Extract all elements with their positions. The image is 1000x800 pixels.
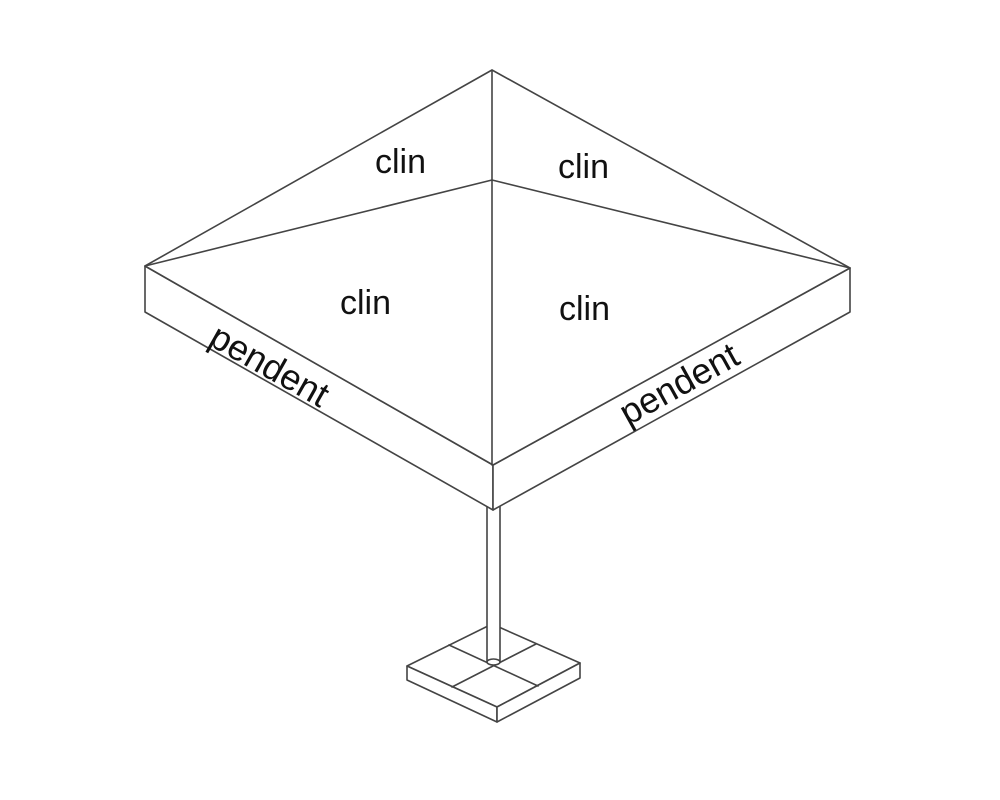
umbrella-pole <box>486 505 501 666</box>
umbrella-canopy <box>144 69 851 466</box>
pole-foot <box>486 658 501 666</box>
label-clin-front-right: clin <box>559 290 610 328</box>
pole-shaft <box>486 505 501 663</box>
ridge-left <box>144 179 493 267</box>
label-clin-top-left: clin <box>375 143 426 181</box>
ridge-right <box>491 179 851 269</box>
label-clin-top-right: clin <box>558 148 609 186</box>
canopy-roof <box>144 69 851 466</box>
label-clin-front-left: clin <box>340 284 391 322</box>
base-right-face <box>496 662 581 723</box>
